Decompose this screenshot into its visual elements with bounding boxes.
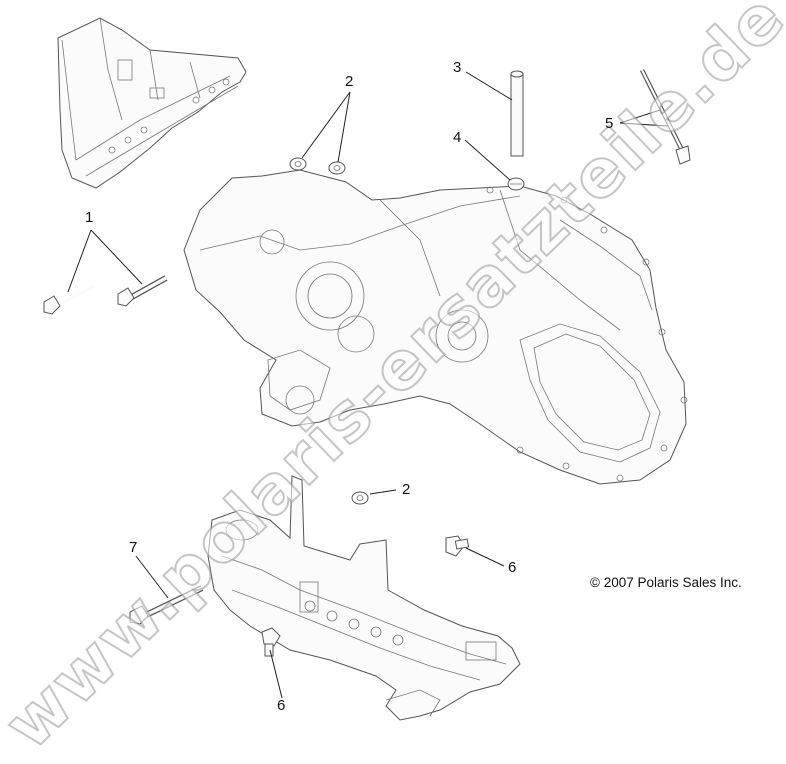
callout-3: 3 bbox=[453, 59, 462, 76]
callout-2: 2 bbox=[345, 73, 354, 90]
leader-2a bbox=[301, 91, 351, 163]
long-bolt-item-5 bbox=[639, 68, 691, 165]
callout-1: 1 bbox=[85, 209, 94, 226]
leader-6a bbox=[465, 547, 505, 567]
flange-bolt-item-6b bbox=[261, 627, 281, 657]
upper-mount-bracket bbox=[57, 17, 247, 189]
callout-7: 7 bbox=[129, 539, 138, 556]
callout-2: 2 bbox=[402, 481, 411, 498]
leader-2b bbox=[369, 489, 397, 495]
lower-mount-frame bbox=[207, 475, 521, 721]
leader-6b bbox=[269, 649, 283, 699]
leader-1 bbox=[67, 229, 143, 293]
callout-5: 5 bbox=[605, 115, 614, 132]
bolt-item-7 bbox=[129, 585, 204, 625]
leader-4 bbox=[464, 139, 511, 181]
nut-item-2a bbox=[289, 157, 307, 171]
transmission-case bbox=[183, 169, 688, 485]
exploded-parts-diagram bbox=[43, 17, 691, 721]
callout-4: 4 bbox=[453, 129, 462, 146]
nut-item-2b bbox=[328, 161, 346, 175]
leader-3 bbox=[465, 71, 513, 101]
callout-6: 6 bbox=[277, 697, 286, 714]
clamp-item-4 bbox=[507, 177, 525, 191]
leader-5 bbox=[619, 109, 669, 127]
callout-6: 6 bbox=[508, 559, 517, 576]
tube-item-3 bbox=[510, 70, 524, 157]
bolt-item-1a bbox=[43, 284, 95, 315]
nut-item-2c bbox=[351, 491, 369, 505]
bolt-item-1b bbox=[117, 275, 168, 307]
copyright-notice: © 2007 Polaris Sales Inc. bbox=[590, 575, 742, 590]
leader-7 bbox=[135, 555, 169, 599]
flange-bolt-item-6a bbox=[445, 535, 470, 557]
